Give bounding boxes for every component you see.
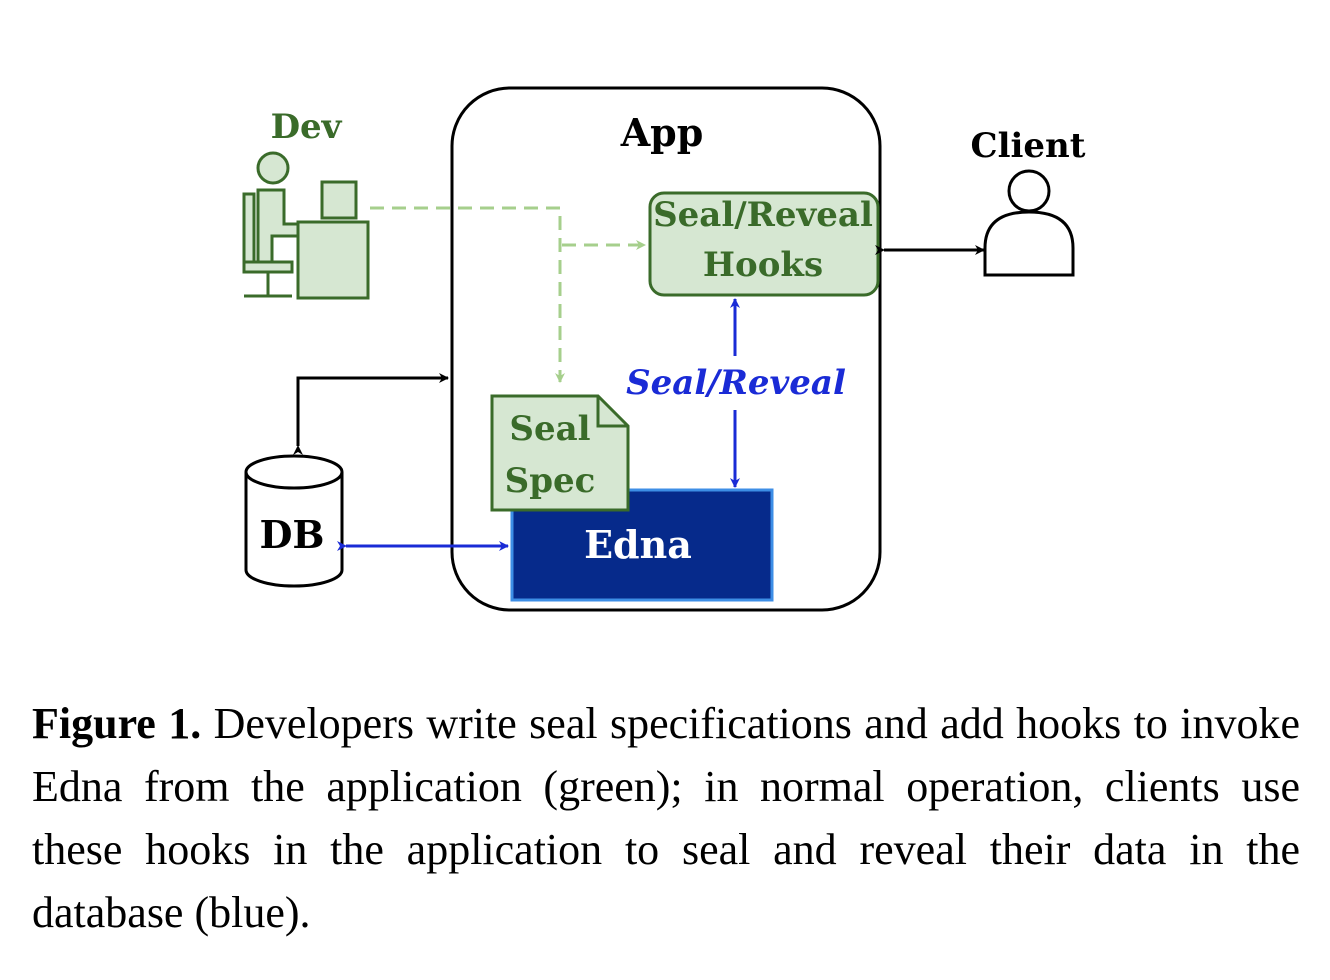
client-label: Client <box>971 126 1086 166</box>
app-label: App <box>620 110 704 155</box>
caption-label: Figure 1. <box>32 699 202 748</box>
edna-label: Edna <box>584 522 692 567</box>
seal-reveal-label: Seal/Reveal <box>626 363 846 403</box>
architecture-diagram: App Dev Seal/Reveal Hooks Client Seal/Re… <box>242 86 1086 612</box>
seal-spec-doc <box>490 394 630 512</box>
hooks-label-line1: Seal/Reveal <box>653 195 873 235</box>
client-icon <box>983 169 1075 277</box>
developer-icon <box>242 151 370 300</box>
dev-label: Dev <box>271 107 343 147</box>
figure-caption: Figure 1. Developers write seal specific… <box>32 692 1300 944</box>
caption-text: Developers write seal specifications and… <box>32 699 1300 937</box>
dev-arrows <box>370 206 646 383</box>
hooks-label-line2: Hooks <box>703 245 823 285</box>
database-icon <box>244 454 344 588</box>
spec-label-line2: Spec <box>505 461 596 501</box>
spec-label-line1: Seal <box>509 409 590 449</box>
db-label: DB <box>259 512 324 557</box>
hooks-box <box>648 191 880 297</box>
db-app-arrow <box>293 373 449 455</box>
seal-spec-fold <box>596 396 628 428</box>
